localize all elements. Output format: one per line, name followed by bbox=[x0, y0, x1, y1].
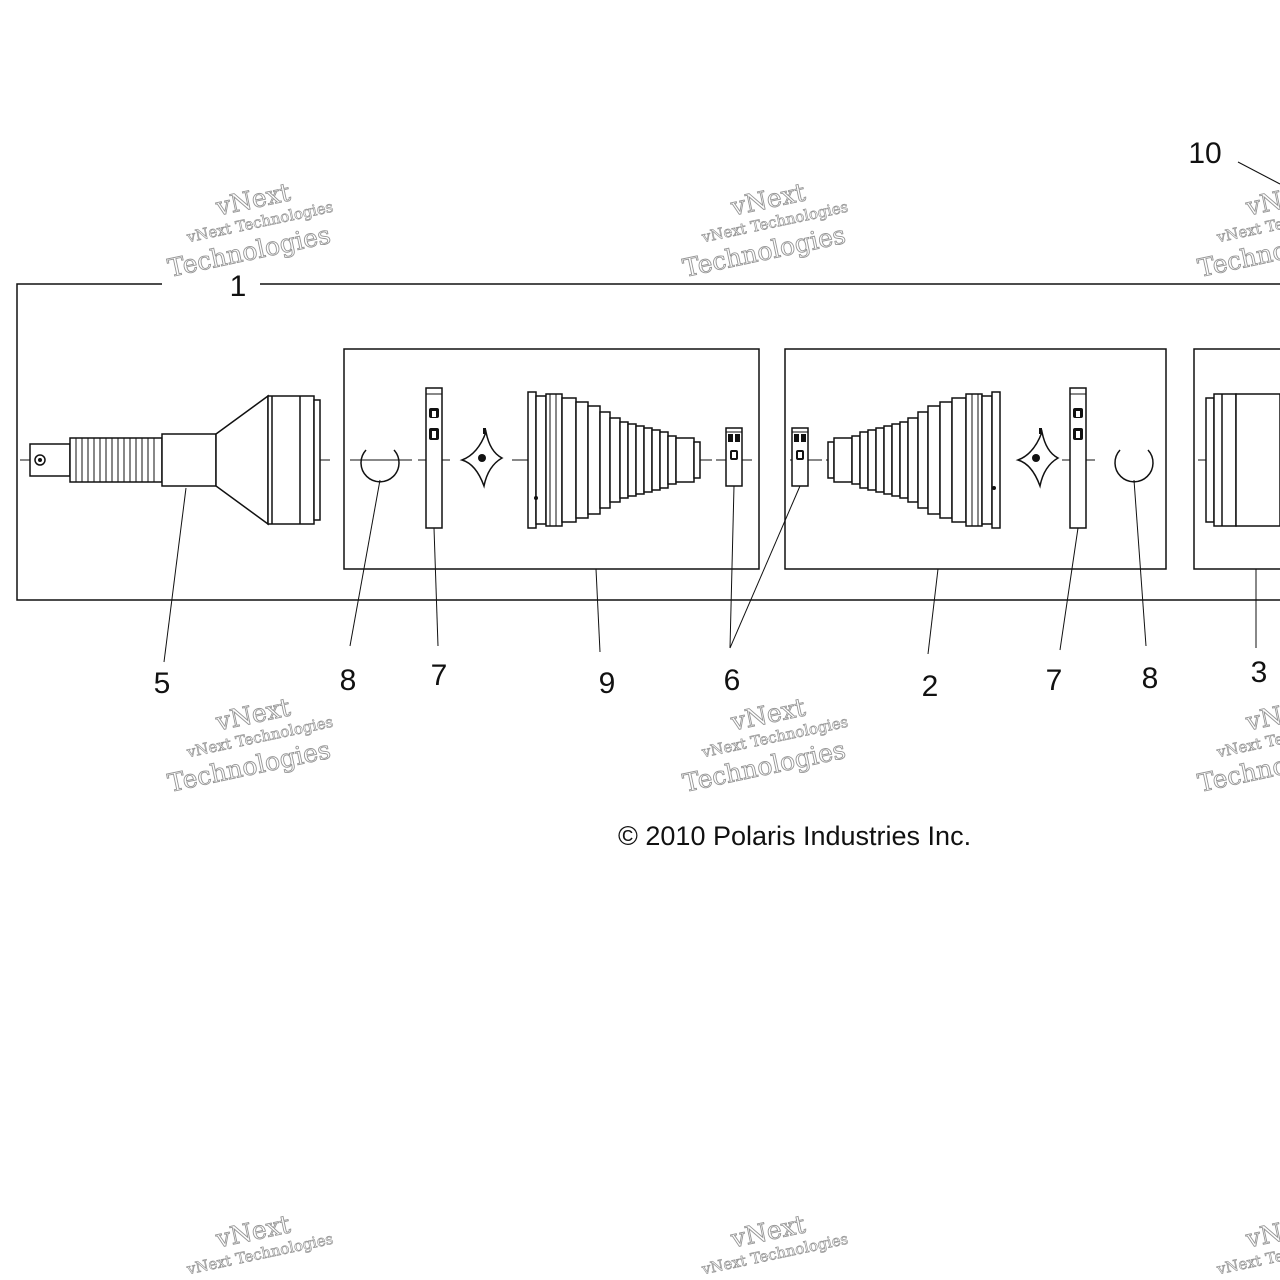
watermark: vNext vNext Technologies Technologies bbox=[1195, 177, 1280, 283]
callout-6: 6 bbox=[724, 664, 741, 697]
boot-kit-frame-left bbox=[343, 348, 760, 570]
inner-cv-joint bbox=[1205, 393, 1280, 527]
snap-ring-left bbox=[360, 449, 400, 483]
watermark-text: vNext bbox=[1243, 1209, 1280, 1253]
callout-7-right: 7 bbox=[1046, 664, 1063, 697]
callout-3: 3 bbox=[1251, 656, 1268, 689]
callout-1: 1 bbox=[230, 270, 247, 303]
watermark: vNext vNext Technologies Technologies bbox=[680, 177, 850, 283]
boot-kit-frame-right bbox=[784, 348, 1167, 570]
watermark: vNext vNext Technologies Technologies bbox=[680, 692, 850, 798]
cv-boot-left bbox=[527, 391, 701, 529]
watermark-group: vNext vNext Technologies Technologies vN… bbox=[165, 177, 1280, 1279]
grease-packet-left bbox=[459, 428, 504, 489]
band-clamp-right bbox=[1069, 387, 1087, 529]
callout-7-left: 7 bbox=[431, 659, 448, 692]
watermark: vNext vNext Technologies bbox=[184, 1209, 335, 1279]
grease-packet-right bbox=[1015, 428, 1060, 489]
callout-9: 9 bbox=[599, 667, 616, 700]
small-clamp-right bbox=[791, 427, 809, 487]
watermark-text: vNext bbox=[1243, 692, 1280, 736]
cv-boot-right bbox=[827, 391, 1001, 529]
callout-5: 5 bbox=[154, 667, 171, 700]
watermark: vNext vNext Technologies Technologies bbox=[165, 177, 335, 283]
snap-ring-right bbox=[1114, 449, 1154, 483]
watermark-text: vNext bbox=[1243, 177, 1280, 221]
leader-lines bbox=[163, 161, 1280, 663]
callout-2: 2 bbox=[922, 670, 939, 703]
band-clamp-left bbox=[425, 387, 443, 529]
small-clamp-left bbox=[725, 427, 743, 487]
callout-8-left: 8 bbox=[340, 664, 357, 697]
assembly-frame bbox=[16, 283, 1280, 601]
watermark: vNext vNext Technologies Technologies bbox=[1195, 692, 1280, 798]
outer-cv-joint bbox=[29, 394, 321, 526]
joint-frame-right bbox=[1193, 348, 1280, 570]
callout-8-right: 8 bbox=[1142, 662, 1159, 695]
callouts: 1 2 3 5 6 7 7 8 8 9 10 bbox=[154, 137, 1268, 703]
watermark: vNext vNext Technologies Technologies bbox=[165, 692, 335, 798]
watermark: vNext vNext Technologies bbox=[699, 1209, 850, 1279]
watermark: vNext vNext Technologies bbox=[1214, 1209, 1280, 1279]
copyright-notice: © 2010 Polaris Industries Inc. bbox=[618, 821, 971, 851]
callout-10: 10 bbox=[1188, 137, 1221, 170]
